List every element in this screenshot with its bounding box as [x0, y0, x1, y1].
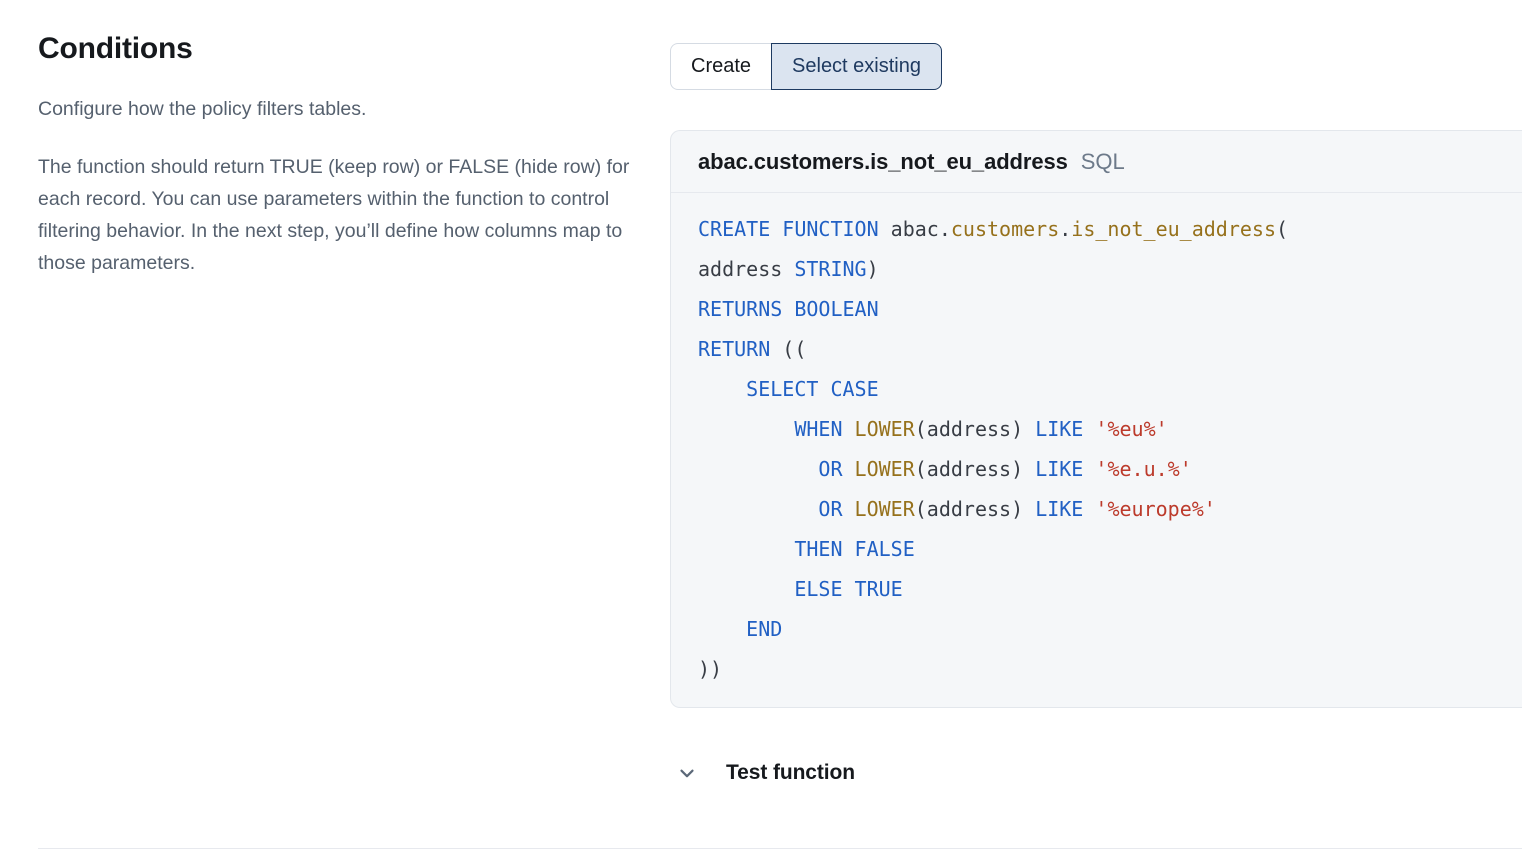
code-token: LIKE: [1035, 417, 1096, 441]
code-line: ELSE TRUE: [698, 569, 1522, 609]
code-token: LIKE: [1035, 457, 1096, 481]
code-line: CREATE FUNCTION abac.customers.is_not_eu…: [698, 209, 1522, 249]
code-token: STRING: [794, 257, 867, 281]
tab-create[interactable]: Create: [670, 43, 772, 90]
code-token: ((: [770, 337, 807, 361]
code-token: LOWER: [854, 457, 915, 481]
function-preview-card: abac.customers.is_not_eu_address SQL CRE…: [670, 130, 1522, 708]
code-token: OR: [698, 497, 855, 521]
code-token: LOWER: [854, 497, 915, 521]
function-name-label: abac.customers.is_not_eu_address: [698, 148, 1068, 174]
right-content-column: Create Select existing abac.customers.is…: [670, 0, 1522, 858]
bottom-divider: [38, 848, 1522, 849]
test-function-expander[interactable]: Test function: [670, 752, 855, 794]
function-preview-header: abac.customers.is_not_eu_address SQL: [671, 131, 1522, 193]
code-line: THEN FALSE: [698, 529, 1522, 569]
code-token: CREATE FUNCTION: [698, 217, 891, 241]
page-title: Conditions: [38, 32, 193, 65]
code-line: RETURNS BOOLEAN: [698, 289, 1522, 329]
code-token: customers: [950, 217, 1060, 241]
code-token: .: [1059, 217, 1072, 241]
code-token: END: [698, 617, 783, 641]
code-token: SELECT CASE: [698, 377, 879, 401]
code-token: (address): [914, 457, 1036, 481]
function-sql-code-block: CREATE FUNCTION abac.customers.is_not_eu…: [671, 193, 1522, 707]
page-subtitle: Configure how the policy filters tables.: [38, 97, 367, 120]
code-token: (address): [914, 417, 1036, 441]
code-token: THEN FALSE: [698, 537, 915, 561]
code-token: (: [1276, 217, 1289, 241]
test-function-label: Test function: [726, 761, 855, 784]
function-language-label: SQL: [1080, 148, 1125, 174]
code-token: )): [698, 657, 723, 681]
code-token: ELSE TRUE: [698, 577, 903, 601]
code-line: )): [698, 649, 1522, 689]
page-description: The function should return TRUE (keep ro…: [38, 155, 630, 274]
code-token: RETURN: [698, 337, 771, 361]
code-line: WHEN LOWER(address) LIKE '%eu%': [698, 409, 1522, 449]
code-token: LIKE: [1035, 497, 1096, 521]
code-token: ): [866, 257, 879, 281]
code-token: RETURNS BOOLEAN: [698, 297, 879, 321]
code-line: OR LOWER(address) LIKE '%europe%': [698, 489, 1522, 529]
code-token: '%eu%': [1095, 417, 1168, 441]
chevron-down-icon: [674, 760, 700, 786]
source-mode-segmented-control[interactable]: Create Select existing: [670, 43, 942, 90]
code-line: SELECT CASE: [698, 369, 1522, 409]
code-token: (address): [914, 497, 1036, 521]
tab-select-existing[interactable]: Select existing: [771, 43, 942, 90]
code-token: address: [698, 257, 795, 281]
code-line: address STRING): [698, 249, 1522, 289]
left-description-column: Conditions Configure how the policy filt…: [38, 32, 638, 279]
code-line: END: [698, 609, 1522, 649]
code-token: '%e.u.%': [1095, 457, 1192, 481]
code-token: WHEN: [698, 417, 855, 441]
code-token: is_not_eu_address: [1071, 217, 1276, 241]
code-line: RETURN ((: [698, 329, 1522, 369]
code-token: '%europe%': [1095, 497, 1216, 521]
code-token: abac.: [890, 217, 951, 241]
code-line: OR LOWER(address) LIKE '%e.u.%': [698, 449, 1522, 489]
code-token: LOWER: [854, 417, 915, 441]
code-token: OR: [698, 457, 855, 481]
